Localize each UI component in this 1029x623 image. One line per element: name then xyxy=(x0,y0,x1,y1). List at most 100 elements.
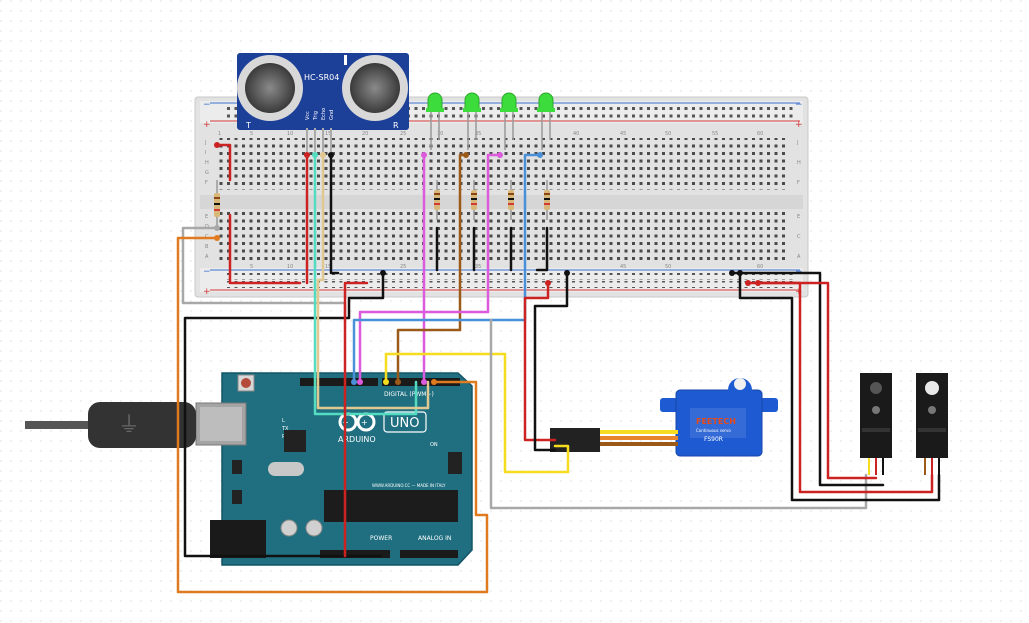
wire-black-ir-1 xyxy=(730,271,885,487)
uno-text: UNO xyxy=(390,416,419,431)
col-num-top: 45 xyxy=(620,131,626,137)
rail-plus-bottom-left: + xyxy=(203,287,211,297)
wire-magenta-led3 xyxy=(358,153,502,384)
ir-sensor-1 xyxy=(860,373,892,475)
col-num-bottom: 15 xyxy=(325,264,331,270)
col-num-top: 40 xyxy=(573,131,579,137)
on-label: ON xyxy=(430,442,438,448)
analog-label: ANALOG IN xyxy=(418,535,451,542)
row-letter: G xyxy=(205,170,209,176)
pin-vcc: Vcc xyxy=(305,111,311,120)
wire-black-gnd-arduino xyxy=(183,271,385,558)
usb-chip xyxy=(284,430,306,452)
fine-print: WWW.ARDUINO.CC — MADE IN ITALY xyxy=(372,483,446,488)
sensor-t-mark: T xyxy=(245,121,251,130)
col-num-bottom: 50 xyxy=(665,264,671,270)
col-num-top: 20 xyxy=(362,131,368,137)
wire-yellow-servo xyxy=(384,352,570,474)
resistor-4 xyxy=(544,180,550,220)
wire-black-gnd-sensor xyxy=(329,153,340,275)
sensor-r-mark: R xyxy=(393,121,399,130)
col-num-bottom: 25 xyxy=(400,264,406,270)
capacitor-2 xyxy=(305,519,323,537)
col-num-bottom: 45 xyxy=(620,264,626,270)
rail-plus-top-left: + xyxy=(203,120,211,130)
digital-label: DIGITAL (PWM~) xyxy=(384,391,434,398)
col-num-bottom: 10 xyxy=(287,264,293,270)
column-numbers-bottom: 5 10 15 25 35 45 50 60 xyxy=(250,264,763,270)
led-4 xyxy=(537,92,555,150)
col-num-top: 60 xyxy=(757,131,763,137)
ultrasonic-sensor: HC-SR04 T R Vcc Trig Echo Gnd xyxy=(237,53,409,152)
wire-yellow-echo xyxy=(316,153,430,410)
power-header xyxy=(320,550,390,558)
servo-model: FS90R xyxy=(704,436,723,443)
col-num-bottom: 35 xyxy=(475,264,481,270)
wire-black-led4-gnd xyxy=(535,226,549,272)
tx-label: TX xyxy=(281,426,289,432)
main-chip xyxy=(324,490,458,522)
wire-brown-led2 xyxy=(396,153,468,384)
row-letter: B xyxy=(205,244,209,250)
wire-orange-loop xyxy=(176,236,489,594)
led-1 xyxy=(426,92,444,150)
rail-minus-bottom-left: − xyxy=(203,267,211,277)
wire-red-resistor-top xyxy=(215,143,232,182)
rail-minus-top-right: − xyxy=(795,100,803,110)
svg-text:+: + xyxy=(361,418,368,427)
servo-brand: FEETECH xyxy=(696,417,736,426)
col-num-bottom: 5 xyxy=(250,264,253,270)
led-3 xyxy=(500,92,518,150)
col-num-top: 15 xyxy=(325,131,331,137)
row-letter: J xyxy=(796,140,798,146)
ir-sensor-2 xyxy=(916,373,948,475)
servo-motor: FEETECH Continuous servo FS90R xyxy=(660,378,778,457)
resistor-3 xyxy=(508,180,514,220)
col-num-top: 10 xyxy=(287,131,293,137)
analog-header xyxy=(400,550,458,558)
pin-trig: Trig xyxy=(313,111,319,121)
rail-minus-top-left: − xyxy=(203,100,211,110)
rail-plus-top-right: + xyxy=(795,120,803,130)
resistor-2 xyxy=(471,180,477,220)
wire-cyan-trig xyxy=(313,153,418,416)
col-num-top: 25 xyxy=(400,131,406,137)
resistor-1 xyxy=(434,180,440,220)
servo-connector xyxy=(550,428,600,452)
usb-icon: ⏚ xyxy=(118,413,140,438)
capacitor-1 xyxy=(280,519,298,537)
col-num-top: 5 xyxy=(250,131,253,137)
arduino-uno: DIGITAL (PWM~) POWER ANALOG IN − + ARDUI… xyxy=(195,372,473,566)
wire-red-5v xyxy=(343,281,369,558)
row-letter: A xyxy=(797,254,801,260)
icsp-header xyxy=(448,452,462,474)
row-letter: C xyxy=(797,234,801,240)
sensor-model: HC-SR04 xyxy=(304,73,339,82)
pin-gnd: Gnd xyxy=(329,110,335,120)
col-num-top: 55 xyxy=(712,131,718,137)
uno-badge xyxy=(383,411,427,433)
col-num-bottom: 60 xyxy=(757,264,763,270)
led-2 xyxy=(463,92,481,150)
row-letter: F xyxy=(205,180,208,186)
row-letter: H xyxy=(205,160,209,166)
servo-cable xyxy=(550,428,678,452)
col-num-top: 30 xyxy=(437,131,443,137)
power-label: POWER xyxy=(370,535,392,542)
row-letter: E xyxy=(797,214,800,220)
power-jack xyxy=(210,520,266,558)
arduino-wordmark: ARDUINO xyxy=(338,435,376,444)
crystal xyxy=(268,462,304,476)
row-letter: A xyxy=(205,254,209,260)
wire-red-left-rail xyxy=(228,213,302,285)
row-letter: H xyxy=(797,160,801,166)
wire-red-ir-2 xyxy=(756,281,934,494)
wire-endpoints xyxy=(214,142,761,385)
wire-black-ir-2 xyxy=(738,271,941,502)
row-letter: I xyxy=(205,150,206,156)
pin-echo: Echo xyxy=(321,108,327,120)
col-num-top: 35 xyxy=(475,131,481,137)
col-num-top: 1 xyxy=(218,131,221,137)
